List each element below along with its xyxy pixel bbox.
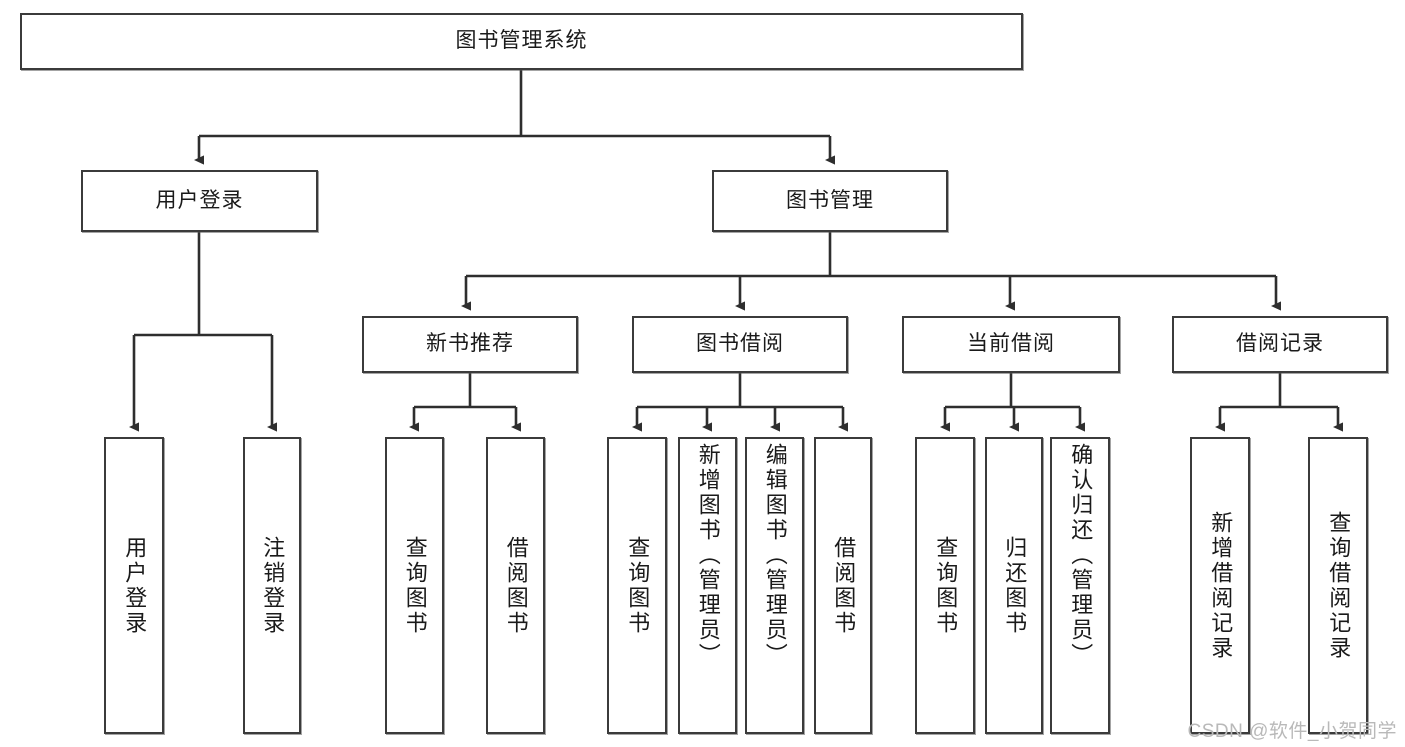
node-leaf-label: 确认归还（管理员） xyxy=(1068,443,1094,668)
node-leaf-add-book-admin[interactable]: 新增图书（管理员） xyxy=(678,437,737,734)
node-book-borrow[interactable]: 图书借阅 xyxy=(632,316,848,373)
node-leaf-label: 查询图书 xyxy=(625,535,651,636)
node-leaf-label: 新增借阅记录 xyxy=(1208,510,1234,661)
node-leaf-label: 注销登录 xyxy=(260,535,286,636)
node-book-management[interactable]: 图书管理 xyxy=(712,170,948,232)
node-leaf-logout[interactable]: 注销登录 xyxy=(243,437,301,734)
node-user-login-label: 用户登录 xyxy=(155,188,244,212)
node-leaf-label: 查询图书 xyxy=(933,535,959,636)
node-leaf-add-borrow-record[interactable]: 新增借阅记录 xyxy=(1190,437,1250,734)
node-borrow-records-label: 借阅记录 xyxy=(1236,332,1324,356)
node-leaf-borrow-book-recommend[interactable]: 借阅图书 xyxy=(486,437,545,734)
node-borrow-records[interactable]: 借阅记录 xyxy=(1172,316,1388,373)
node-leaf-label: 借阅图书 xyxy=(831,535,857,636)
node-leaf-label: 归还图书 xyxy=(1002,535,1028,636)
node-root[interactable]: 图书管理系统 xyxy=(20,13,1023,70)
node-book-management-label: 图书管理 xyxy=(786,188,874,212)
node-leaf-query-borrow-record[interactable]: 查询借阅记录 xyxy=(1308,437,1368,734)
node-current-borrow-label: 当前借阅 xyxy=(967,332,1055,356)
node-book-borrow-label: 图书借阅 xyxy=(696,332,784,356)
node-leaf-confirm-return-admin[interactable]: 确认归还（管理员） xyxy=(1050,437,1110,734)
node-new-book-recommend-label: 新书推荐 xyxy=(426,332,514,356)
node-root-label: 图书管理系统 xyxy=(455,29,588,53)
node-leaf-label: 新增图书（管理员） xyxy=(695,443,721,668)
node-leaf-query-book-borrow[interactable]: 查询图书 xyxy=(607,437,667,734)
node-leaf-query-book-current[interactable]: 查询图书 xyxy=(915,437,975,734)
node-leaf-edit-book-admin[interactable]: 编辑图书（管理员） xyxy=(745,437,804,734)
node-leaf-user-login[interactable]: 用户登录 xyxy=(104,437,164,734)
node-leaf-label: 查询借阅记录 xyxy=(1326,510,1352,661)
node-leaf-query-book-recommend[interactable]: 查询图书 xyxy=(385,437,444,734)
node-current-borrow[interactable]: 当前借阅 xyxy=(902,316,1120,373)
node-leaf-label: 编辑图书（管理员） xyxy=(762,443,788,668)
node-leaf-label: 借阅图书 xyxy=(503,535,529,636)
node-leaf-label: 查询图书 xyxy=(402,535,428,636)
node-leaf-borrow-book[interactable]: 借阅图书 xyxy=(814,437,872,734)
node-user-login[interactable]: 用户登录 xyxy=(81,170,318,232)
node-leaf-return-book[interactable]: 归还图书 xyxy=(985,437,1043,734)
node-leaf-label: 用户登录 xyxy=(122,535,148,636)
node-new-book-recommend[interactable]: 新书推荐 xyxy=(362,316,578,373)
